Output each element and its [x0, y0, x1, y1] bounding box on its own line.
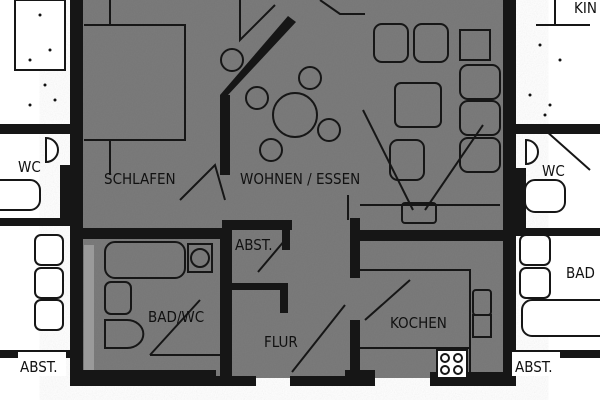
- room-label-wc-right: WC: [542, 162, 565, 180]
- neighbor-fixtures: [0, 0, 600, 337]
- room-label-bad-right: BAD: [566, 264, 595, 282]
- room-label-wohnen-essen: WOHNEN / ESSEN: [240, 170, 360, 188]
- room-label-schlafen: SCHLAFEN: [104, 170, 176, 188]
- room-label-kinder: KIN: [574, 0, 597, 17]
- room-label-flur: FLUR: [264, 333, 298, 351]
- room-label-kochen: KOCHEN: [390, 314, 447, 332]
- room-label-abst-right: ABST.: [515, 358, 553, 376]
- stipple: [28, 13, 562, 117]
- room-label-abst-left: ABST.: [20, 358, 58, 376]
- room-label-bad-wc: BAD/WC: [148, 308, 204, 326]
- room-label-wc-left: WC: [18, 158, 41, 176]
- room-label-abst-center: ABST.: [235, 236, 273, 254]
- furniture: [84, 0, 501, 379]
